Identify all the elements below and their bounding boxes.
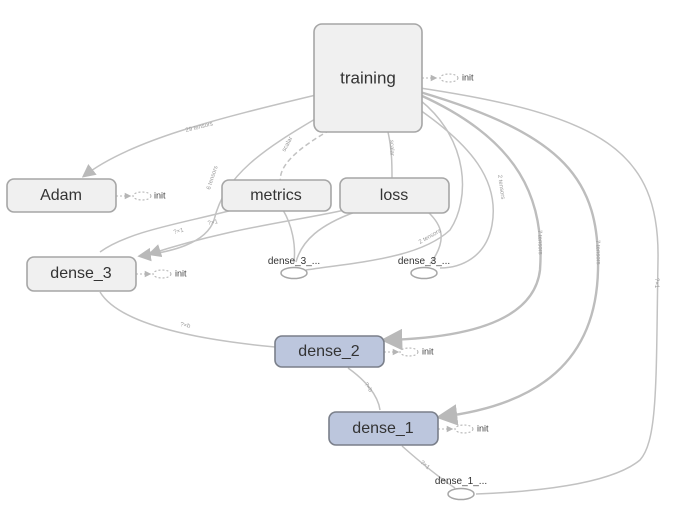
node-label-loss: loss (380, 187, 408, 204)
edge-training-dense1ops[interactable] (419, 87, 659, 495)
edge-training-dense2[interactable] (380, 93, 542, 351)
init-dense1[interactable]: init (438, 423, 489, 434)
init-training[interactable]: init (422, 72, 474, 83)
op-label-dense1-a: dense_1_... (435, 476, 487, 487)
init-attachments: init init init init init (116, 72, 489, 434)
node-label-metrics: metrics (250, 187, 302, 204)
node-dense2[interactable]: dense_2 (274, 335, 385, 368)
node-metrics[interactable]: metrics (221, 179, 332, 212)
init-adam[interactable]: init (116, 190, 166, 201)
edge-label-training-dense3b: 2 tensors (496, 174, 505, 199)
edge-training-dense3a[interactable] (305, 99, 464, 271)
op-label-dense3-a: dense_3_... (268, 256, 320, 267)
node-label-training: training (340, 68, 396, 87)
edge-loss-dense3[interactable] (147, 209, 346, 258)
op-dense3-b[interactable]: dense_3_... (398, 256, 450, 280)
node-label-dense3: dense_3 (50, 265, 111, 282)
init-label: init (422, 346, 434, 356)
edge-label-dense2-dense1: ?×b (362, 382, 373, 394)
edge-label-training-loss: scalar (388, 140, 395, 156)
node-dense3[interactable]: dense_3 (26, 256, 137, 292)
op-dense1-a[interactable]: dense_1_... (435, 476, 487, 501)
node-adam[interactable]: Adam (6, 178, 117, 213)
init-label: init (462, 72, 474, 82)
node-label-adam: Adam (40, 187, 82, 204)
edge-label-loss-dense3: ?×1 (207, 219, 219, 227)
node-label-dense2: dense_2 (298, 343, 359, 360)
node-dense1[interactable]: dense_1 (328, 411, 439, 446)
edge-label-dense3-dense2: ?×b (180, 322, 192, 330)
edge-dense3-dense2[interactable] (99, 291, 276, 348)
edge-training-loss[interactable] (387, 131, 393, 179)
edge-label-metrics-dense3: ?×1 (173, 227, 185, 235)
edge-loss-dense3aop[interactable] (295, 211, 356, 263)
edge-label-dense1-ops: ?×1 (419, 460, 431, 472)
op-dense3-a[interactable]: dense_3_... (268, 256, 320, 280)
edge-training-adam[interactable] (81, 94, 317, 178)
edge-label-training-dense1ops: ?×1 (653, 278, 659, 289)
edge-metrics-dense3op[interactable] (282, 209, 296, 263)
node-label-dense1: dense_1 (352, 420, 413, 437)
edge-metrics-dense3[interactable] (99, 207, 241, 253)
edges (81, 87, 659, 495)
init-label: init (154, 190, 166, 200)
init-dense2[interactable]: init (384, 346, 434, 357)
edge-label-training-adam: 29 tensors (185, 121, 214, 134)
init-label: init (175, 268, 187, 278)
op-label-dense3-b: dense_3_... (398, 256, 450, 267)
edge-label-training-dense1: 7 tensors (594, 240, 601, 265)
node-loss[interactable]: loss (339, 177, 450, 214)
node-training[interactable]: training (313, 23, 423, 133)
init-dense3[interactable]: init (136, 268, 187, 279)
edge-label-training-dense2: 7 tensors (536, 230, 543, 255)
edge-dense2-dense1[interactable] (347, 367, 381, 411)
edge-training-dense1[interactable] (419, 90, 600, 426)
edge-training-dense3b[interactable] (419, 109, 494, 269)
edge-dense1-ops[interactable] (401, 445, 456, 489)
edge-loss-dense3bop[interactable] (427, 211, 442, 265)
init-label: init (477, 423, 489, 433)
edge-label-training-dense3: 6 tensors (206, 165, 219, 190)
